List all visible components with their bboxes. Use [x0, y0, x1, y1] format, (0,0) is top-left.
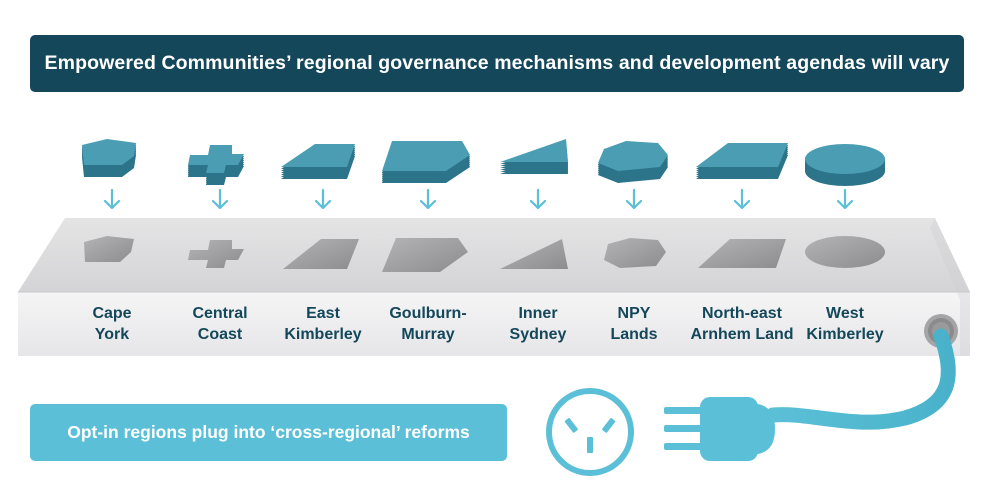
slot-inner-sydney: [500, 239, 568, 269]
down-arrow-icon: [314, 188, 332, 210]
slot-west-kimberley: [805, 236, 885, 268]
slot-east-kimberley: [283, 239, 359, 269]
down-arrow-icon: [419, 188, 437, 210]
region-label-line2: Kimberley: [284, 326, 362, 343]
power-plug: [664, 397, 775, 461]
wall-socket-icon: [546, 388, 634, 476]
shape-central-coast: [188, 145, 244, 185]
shape-west-kimberley: [805, 144, 885, 186]
board-top-face: [18, 218, 970, 292]
region-label-line2: Murray: [401, 326, 455, 343]
plug-prong-top: [664, 407, 702, 414]
region-label-line1: Inner: [518, 305, 558, 322]
region-label-line1: North-east: [701, 305, 782, 322]
board-front-face: [18, 292, 970, 356]
region-label-line2: Arnhem Land: [690, 326, 794, 343]
down-arrow-icon: [103, 188, 121, 210]
shape-east-kimberley: [281, 144, 355, 179]
region-label-line2: Coast: [197, 326, 243, 343]
down-arrow-icon: [529, 188, 547, 210]
shape-cape-york: [82, 139, 136, 177]
plug-prong-bottom: [664, 443, 702, 450]
header-banner: Empowered Communities’ regional governan…: [30, 35, 964, 92]
shape-goulburn-murray: [382, 141, 470, 183]
down-arrows: [103, 188, 854, 210]
down-arrow-icon: [211, 188, 229, 210]
shape-inner-sydney: [500, 139, 568, 174]
region-label-line1: West: [826, 305, 864, 322]
region-label-line2: Lands: [610, 326, 658, 343]
region-shapes: [82, 139, 885, 186]
slot-goulburn-murray: [382, 238, 468, 272]
slot-cape-york: [84, 236, 134, 262]
shape-north-east-arnhem-land: [696, 143, 788, 179]
down-arrow-icon: [733, 188, 751, 210]
region-label-line2: Sydney: [509, 326, 567, 343]
region-label-goulburn-murray: Goulburn- Murray: [368, 303, 488, 345]
power-board: [18, 218, 970, 356]
slot-npy-lands: [604, 238, 666, 268]
region-label-line1: Central: [192, 305, 248, 322]
slot-central-coast: [188, 240, 244, 268]
region-label-line1: East: [306, 305, 340, 322]
down-arrow-icon: [836, 188, 854, 210]
power-cable: [765, 328, 956, 430]
slot-north-east-arnhem-land: [698, 239, 786, 268]
plug-prong-middle: [664, 425, 702, 432]
region-label-npy-lands: NPY Lands: [574, 303, 694, 345]
shape-npy-lands: [598, 141, 668, 183]
region-label-line1: NPY: [617, 305, 651, 322]
region-label-line1: Cape: [92, 305, 132, 322]
optin-banner: Opt-in regions plug into ‘cross-regional…: [30, 404, 507, 461]
board-slots: [84, 236, 885, 272]
region-label-line1: Goulburn-: [389, 305, 467, 322]
region-label-line2: York: [94, 326, 130, 343]
region-label-line2: Kimberley: [806, 326, 884, 343]
down-arrow-icon: [625, 188, 643, 210]
